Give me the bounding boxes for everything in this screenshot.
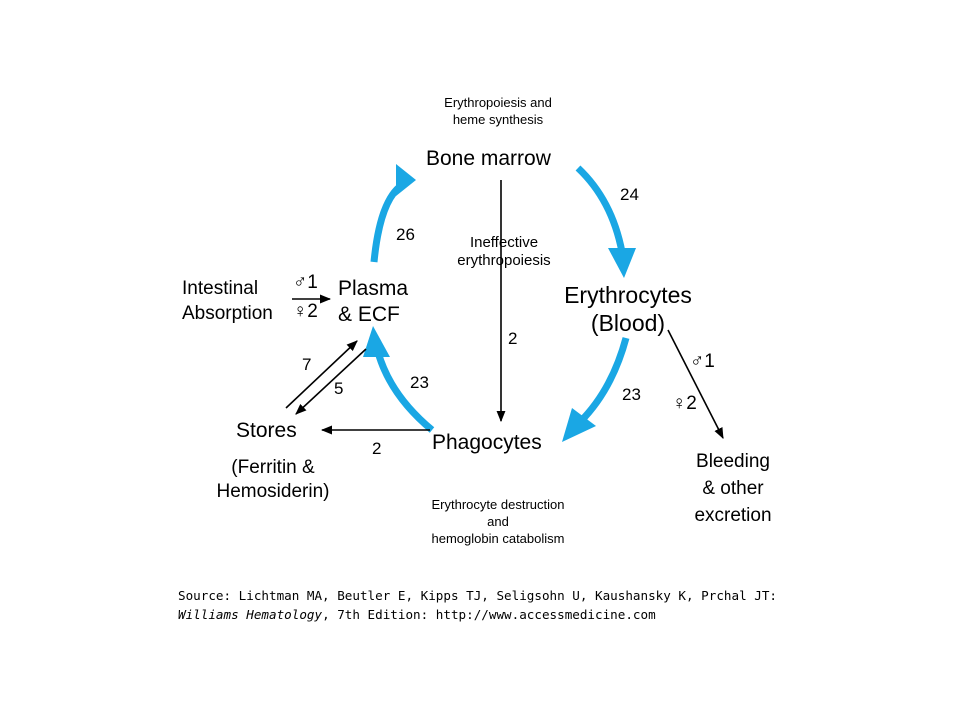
- flow-23-right: 23: [622, 385, 641, 404]
- arrow-phagocytes-to-plasma: [374, 351, 435, 433]
- source-book-title: Williams Hematology: [178, 607, 323, 622]
- node-bleeding: Bleeding & other excretion: [686, 448, 780, 529]
- arrowhead-at-marrow: [396, 164, 416, 196]
- cycle-arrowheads: [363, 164, 636, 442]
- arrowhead-at-phagocytes: [562, 408, 596, 442]
- arrow-stores-to-plasma: [285, 340, 358, 409]
- node-stores-sub: (Ferritin & Hemosiderin): [206, 456, 340, 504]
- node-stores: Stores: [236, 419, 297, 442]
- note-bottom-line1: Erythrocyte destruction: [431, 497, 565, 512]
- note-bottom-line2: and: [487, 514, 509, 529]
- bleeding-line1: Bleeding: [696, 451, 770, 472]
- note-ineffective: Ineffective erythropoiesis: [446, 234, 562, 270]
- arrow-erythrocytes-to-phagocytes: [577, 337, 630, 425]
- source-line2: Williams Hematology, 7th Edition: http:/…: [178, 607, 656, 622]
- arrow-plasma-to-stores: [295, 348, 367, 415]
- node-intestinal-absorption: Intestinal Absorption: [182, 276, 273, 326]
- plasma-line1: Plasma: [338, 277, 409, 300]
- bleeding-line3: excretion: [694, 505, 772, 526]
- note-bottom-line3: hemoglobin catabolism: [431, 531, 565, 546]
- node-bone-marrow: Bone marrow: [426, 147, 551, 170]
- node-erythrocytes: Erythrocytes (Blood): [552, 281, 704, 337]
- source-line1: Source: Lichtman MA, Beutler E, Kipps TJ…: [178, 588, 777, 603]
- flow-absorption-male: ♂1: [293, 272, 318, 293]
- flow-bleeding-female: ♀2: [672, 393, 697, 414]
- note-top-line2: heme synthesis: [452, 112, 544, 127]
- node-plasma: Plasma & ECF: [338, 276, 408, 328]
- flow-23-left: 23: [410, 373, 429, 392]
- arrow-bleeding: [667, 329, 724, 439]
- flow-5: 5: [334, 379, 344, 398]
- stores-sub-line1: (Ferritin &: [231, 457, 315, 478]
- arrow-plasma-to-marrow: [370, 182, 405, 263]
- note-top: Erythropoiesis and heme synthesis: [428, 94, 568, 128]
- erythrocytes-line2: (Blood): [590, 310, 666, 336]
- intestinal-line2: Absorption: [182, 303, 273, 324]
- flow-26: 26: [396, 225, 415, 244]
- stores-sub-line2: Hemosiderin): [216, 481, 330, 502]
- arrow-marrow-to-erythrocytes: [575, 165, 626, 253]
- flow-24: 24: [620, 185, 639, 204]
- note-ineffective-line2: erythropoiesis: [457, 252, 551, 269]
- note-ineffective-line1: Ineffective: [469, 234, 539, 251]
- erythrocytes-line1: Erythrocytes: [564, 282, 692, 308]
- bleeding-line2: & other: [702, 478, 764, 499]
- arrowhead-at-erythrocytes: [608, 248, 636, 278]
- intestinal-line1: Intestinal: [182, 278, 259, 299]
- node-phagocytes: Phagocytes: [432, 431, 542, 454]
- flow-ineffective: 2: [508, 329, 518, 348]
- note-top-line1: Erythropoiesis and: [444, 95, 552, 110]
- flow-absorption-female: ♀2: [293, 301, 318, 322]
- source-edition-url: , 7th Edition: http://www.accessmedicine…: [322, 607, 656, 622]
- plasma-line2: & ECF: [338, 303, 400, 326]
- arrowhead-at-plasma: [363, 326, 390, 357]
- flow-bleeding-male: ♂1: [690, 351, 715, 372]
- flow-2-stores: 2: [372, 439, 382, 458]
- note-bottom: Erythrocyte destruction and hemoglobin c…: [410, 496, 586, 547]
- flow-7: 7: [302, 355, 312, 374]
